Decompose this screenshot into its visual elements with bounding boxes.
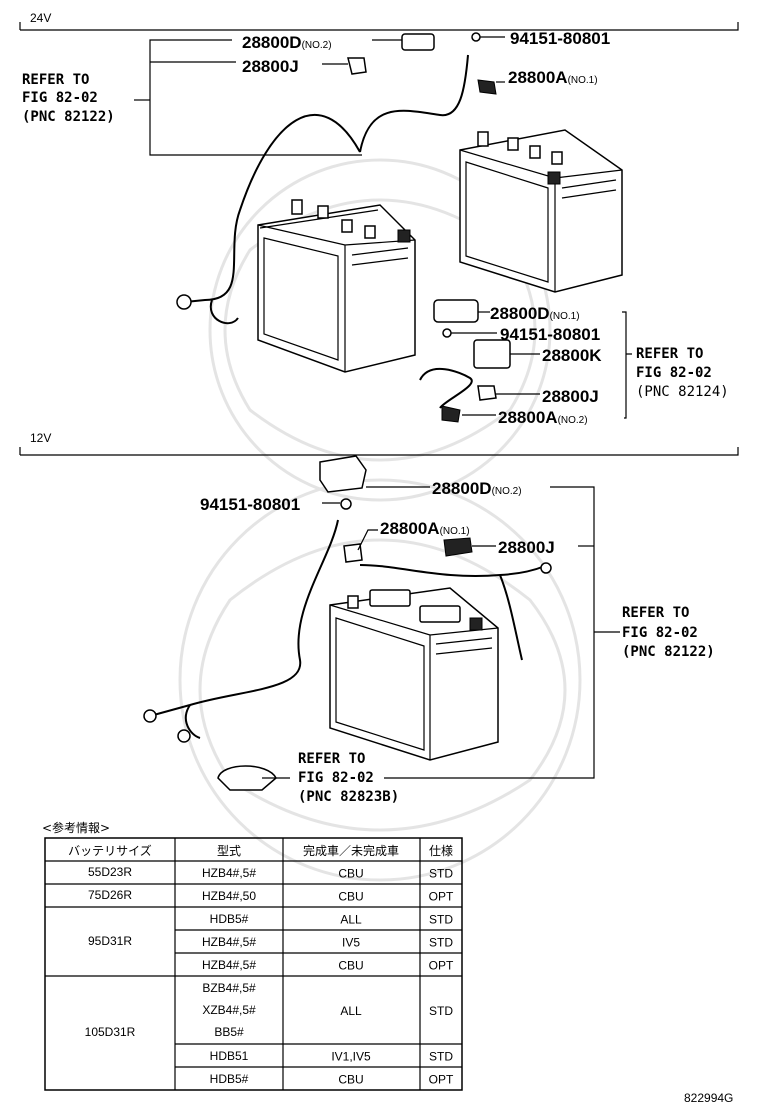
section-12v: 12V: [19, 431, 739, 805]
part-label-p12: 28800A(NO.1): [380, 519, 470, 538]
svg-text:(PNC 82122): (PNC 82122): [622, 644, 715, 660]
part-label-p11: 94151-80801: [200, 495, 300, 514]
table-cell-status: ALL: [340, 1004, 362, 1018]
table-cell-model: BZB4#,5#: [202, 981, 256, 995]
svg-text:REFER TO: REFER TO: [22, 72, 89, 88]
table-cell-model: HDB51: [210, 1049, 249, 1063]
svg-text:FIG 82-02: FIG 82-02: [636, 365, 712, 381]
table-cell-model: XZB4#,5#: [202, 1003, 256, 1017]
table-cell-size: 95D31R: [88, 934, 132, 948]
part-label-p1: 28800D(NO.2): [242, 33, 332, 52]
terminal-28800j-12v: [443, 537, 473, 557]
table-cell-size: 75D26R: [88, 888, 132, 902]
table-cell-spec: STD: [429, 1050, 453, 1064]
terminal-cover-no1-24v: [433, 299, 479, 323]
cable-12v-long: [149, 519, 339, 717]
terminal-cover-no2-12v: [319, 455, 367, 493]
table-cell-status: CBU: [338, 867, 363, 881]
table-cell-model: HZB4#,5#: [202, 935, 256, 949]
table-cell-size: 55D23R: [88, 865, 132, 879]
table-title: <参考情報>: [42, 820, 110, 835]
battery-right-24v: [459, 129, 623, 293]
table-cell-model: HDB5#: [210, 1072, 249, 1086]
svg-text:REFER TO: REFER TO: [636, 346, 703, 362]
table-cell-spec: STD: [429, 867, 453, 881]
clamp-28800j-24v-lower: [477, 385, 497, 401]
clamp-28800j-24v: [347, 57, 367, 75]
refer-block-r3: REFER TO FIG 82-02 (PNC 82122): [622, 605, 715, 660]
terminal-28800a-no1-24v: [477, 79, 497, 95]
watermark-emblem: [178, 158, 582, 882]
table-cell-status: IV1,IV5: [331, 1050, 371, 1064]
svg-text:REFER TO: REFER TO: [622, 605, 689, 621]
battery-left-24v: [257, 199, 416, 373]
table-header-cell: 完成車／未完成車: [303, 843, 399, 858]
refer-block-r4: REFER TO FIG 82-02 (PNC 82823B): [298, 751, 399, 805]
cover-28800k: [473, 339, 511, 369]
table-cell-spec: STD: [429, 913, 453, 927]
nut-94151-12v: [340, 498, 352, 510]
table-header-cell: バッテリサイズ: [68, 843, 152, 858]
table-cell-status: ALL: [340, 913, 362, 927]
table-cell-model: HDB5#: [210, 912, 249, 926]
part-label-p4: 28800A(NO.1): [508, 68, 598, 87]
terminal-cover-no2-24v: [401, 33, 435, 51]
terminal-28800a-no2-24v: [441, 405, 461, 423]
section-label-24v: 24V: [30, 11, 51, 25]
table-cell-status: CBU: [338, 890, 363, 904]
nut-94151-top: [471, 32, 481, 42]
terminal-cap-12v: [217, 765, 277, 791]
table-cell-spec: OPT: [429, 890, 454, 904]
svg-text:FIG 82-02: FIG 82-02: [298, 770, 374, 786]
part-label-p3: 94151-80801: [510, 29, 610, 48]
table-cell-spec: OPT: [429, 959, 454, 973]
battery-12v: [329, 587, 499, 761]
svg-text:(PNC 82823B): (PNC 82823B): [298, 789, 399, 805]
svg-text:(PNC 82124): (PNC 82124): [636, 384, 729, 400]
table-header-cell: 仕様: [429, 844, 453, 858]
clamp-28800a-no1-12v: [343, 543, 363, 563]
table-cell-model: HZB4#,5#: [202, 958, 256, 972]
part-label-p5: 28800D(NO.1): [490, 304, 580, 323]
svg-text:(PNC 82122): (PNC 82122): [22, 109, 115, 125]
table-cell-status: CBU: [338, 959, 363, 973]
svg-text:REFER TO: REFER TO: [298, 751, 365, 767]
part-label-p10: 28800D(NO.2): [432, 479, 522, 498]
part-label-p2: 28800J: [242, 57, 299, 76]
refer-block-r2: REFER TO FIG 82-02 (PNC 82124): [636, 346, 729, 400]
table-cell-size: 105D31R: [85, 1025, 136, 1039]
table-cell-status: CBU: [338, 1073, 363, 1087]
table-cell-model: HZB4#,5#: [202, 866, 256, 880]
table-cell-model: HZB4#,50: [202, 889, 256, 903]
table-cell-spec: STD: [429, 936, 453, 950]
cable-24v-long: [184, 113, 361, 303]
table-cell-spec: STD: [429, 1004, 453, 1018]
svg-text:FIG 82-02: FIG 82-02: [22, 90, 98, 106]
figure-id: 822994G: [684, 1091, 733, 1105]
table-cell-model: BB5#: [214, 1025, 244, 1039]
refer-block-r1: REFER TO FIG 82-02 (PNC 82122): [22, 72, 115, 125]
part-label-p6: 94151-80801: [500, 325, 600, 344]
svg-text:FIG 82-02: FIG 82-02: [622, 625, 698, 641]
section-24v: 24V: [19, 11, 739, 427]
part-label-p9: 28800A(NO.2): [498, 408, 588, 427]
part-label-p13: 28800J: [498, 538, 555, 557]
table-cell-status: IV5: [342, 936, 360, 950]
part-label-p7: 28800K: [542, 346, 602, 365]
table-cell-spec: OPT: [429, 1073, 454, 1087]
section-label-12v: 12V: [30, 431, 51, 445]
nut-94151-mid: [442, 328, 452, 338]
part-label-p8: 28800J: [542, 387, 599, 406]
table-header-cell: 型式: [217, 844, 241, 858]
reference-info-table: <参考情報> バッテリサイズ 型式 完成車／未完成車 仕様 55D23R 75D26R 95…: [42, 820, 463, 1091]
